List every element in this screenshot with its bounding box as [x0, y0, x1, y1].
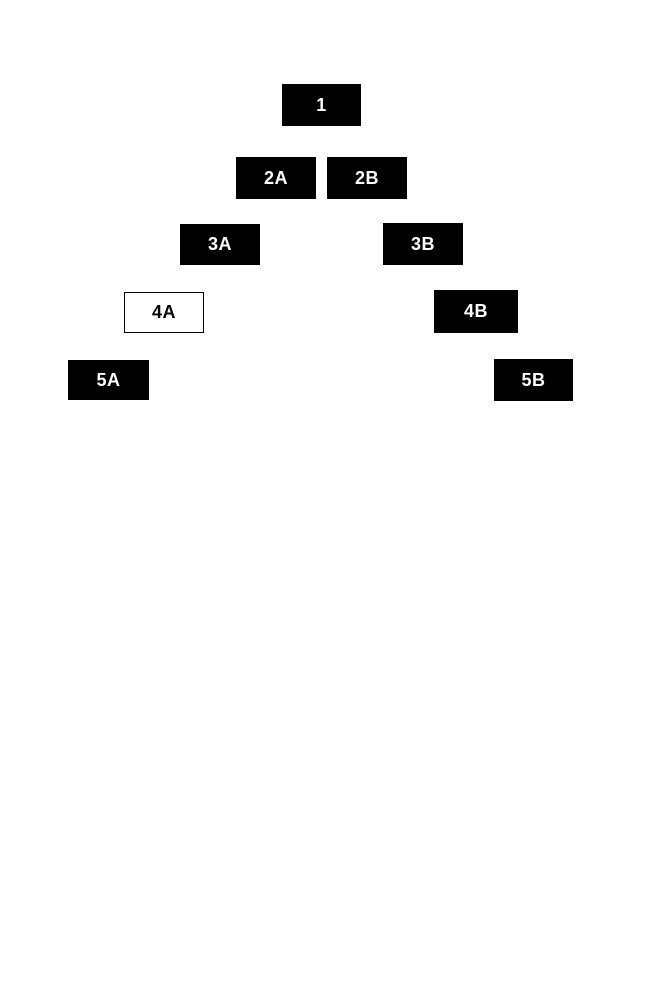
diagram-node-3b: 3B — [383, 223, 463, 265]
diagram-node-5a: 5A — [68, 360, 149, 400]
diagram-node-2a: 2A — [236, 157, 316, 199]
diagram-node-1: 1 — [282, 84, 361, 126]
diagram-node-3a: 3A — [180, 224, 260, 265]
diagram-node-4b: 4B — [434, 290, 518, 333]
diagram-node-2b: 2B — [327, 157, 407, 199]
diagram-node-5b: 5B — [494, 359, 573, 401]
diagram-node-4a: 4A — [124, 292, 204, 333]
